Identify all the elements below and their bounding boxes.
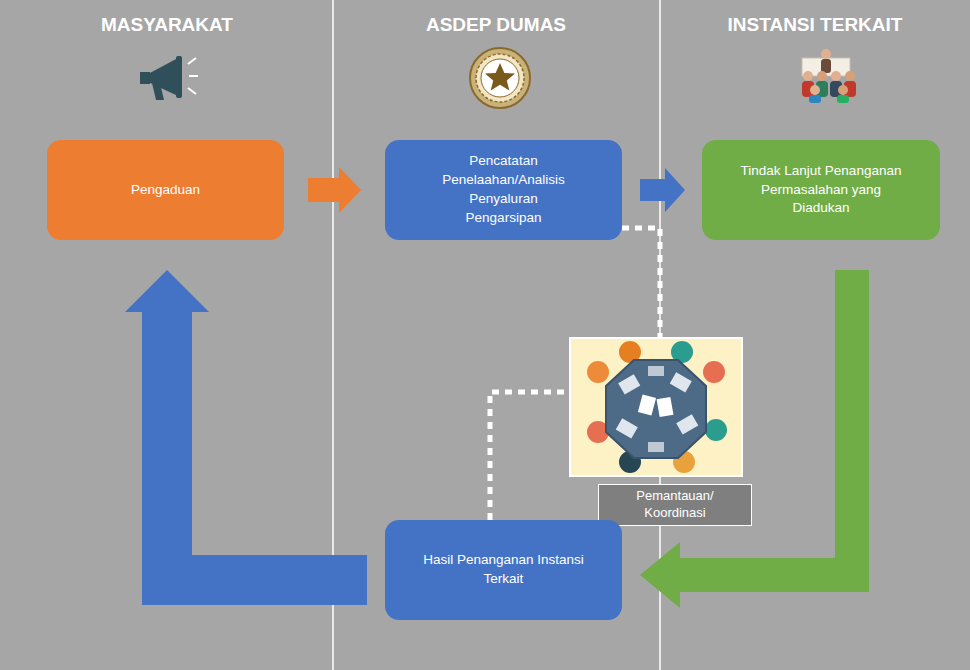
meeting-illustration <box>570 338 742 476</box>
result-box: Hasil Penanganan Instansi Terkait <box>385 520 622 620</box>
box-text: Pengaduan <box>131 181 200 200</box>
arrow-head <box>125 270 209 312</box>
monitoring-callout: Pemantauan/ Koordinasi <box>570 338 752 528</box>
column-header: MASYARAKAT <box>101 14 233 36</box>
flow-arrow <box>640 270 852 608</box>
followup-box: Tindak Lanjut Penanganan Permasalahan ya… <box>702 140 940 240</box>
box-text: Tindak Lanjut Penanganan Permasalahan ya… <box>737 162 905 219</box>
connector-line <box>490 392 570 520</box>
flow-arrow <box>640 168 685 212</box>
monitoring-link <box>490 392 570 520</box>
connector-line <box>167 312 367 580</box>
box-text: Pencatatan Penelaahan/Analisis Penyalura… <box>434 152 574 228</box>
column-header: ASDEP DUMAS <box>426 14 566 36</box>
emblem-icon <box>470 48 530 108</box>
connector-line <box>622 228 660 338</box>
flow-arrow <box>308 167 361 213</box>
connector-line <box>308 178 339 202</box>
flow-arrow <box>125 270 367 580</box>
column-header: INSTANSI TERKAIT <box>728 14 903 36</box>
box-text: Hasil Penanganan Instansi Terkait <box>416 551 591 589</box>
monitoring-link <box>622 228 660 338</box>
arrow-head <box>640 542 680 608</box>
arrow-head <box>665 168 685 212</box>
connector-line <box>680 270 852 575</box>
arrow-head <box>339 167 361 213</box>
connector-line <box>640 179 665 201</box>
people-icon <box>802 49 856 103</box>
megaphone-icon <box>140 56 198 100</box>
process-box: Pencatatan Penelaahan/Analisis Penyalura… <box>385 140 622 240</box>
callout-label: Pemantauan/ Koordinasi <box>598 484 752 526</box>
complaint-box: Pengaduan <box>47 140 284 240</box>
